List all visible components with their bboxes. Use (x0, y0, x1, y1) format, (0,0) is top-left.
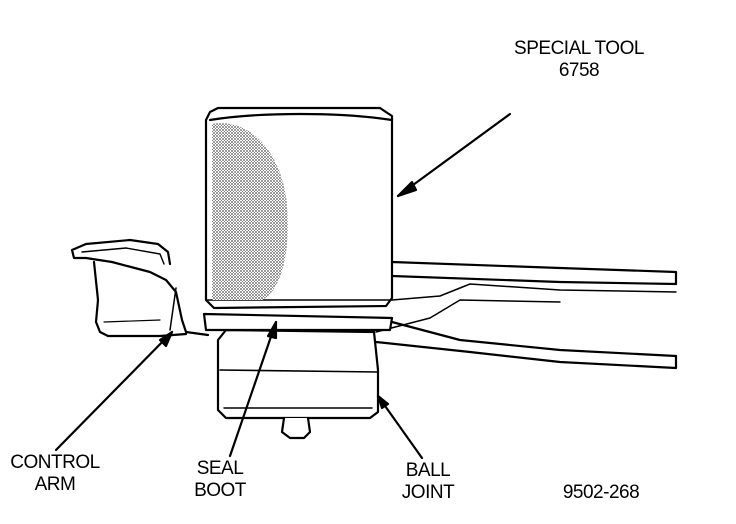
label-seal-boot: SEAL BOOT (180, 458, 260, 502)
special-tool-6758 (204, 106, 394, 310)
label-control-arm-line1: CONTROL (10, 452, 100, 473)
arrow-seal-boot (228, 320, 278, 458)
control-arm (70, 238, 678, 370)
label-ball-joint-line2: JOINT (401, 482, 455, 503)
label-seal-boot-line2: BOOT (194, 480, 246, 501)
label-ball-joint: BALL JOINT (388, 460, 468, 504)
label-special-tool-line2: 6758 (558, 60, 600, 81)
label-special-tool-line1: SPECIAL TOOL (514, 38, 644, 59)
arrow-ball-joint (376, 394, 424, 460)
arrow-control-arm (54, 330, 174, 452)
arrow-special-tool (396, 112, 512, 198)
ball-joint (216, 328, 380, 440)
seal-boot (202, 312, 394, 332)
label-control-arm: CONTROL ARM (0, 452, 110, 496)
label-seal-boot-line1: SEAL (196, 458, 244, 479)
label-ball-joint-line1: BALL (405, 460, 451, 481)
label-control-arm-line2: ARM (34, 474, 76, 495)
label-special-tool: SPECIAL TOOL 6758 (504, 38, 654, 82)
figure-id: 9502-268 (562, 482, 640, 503)
